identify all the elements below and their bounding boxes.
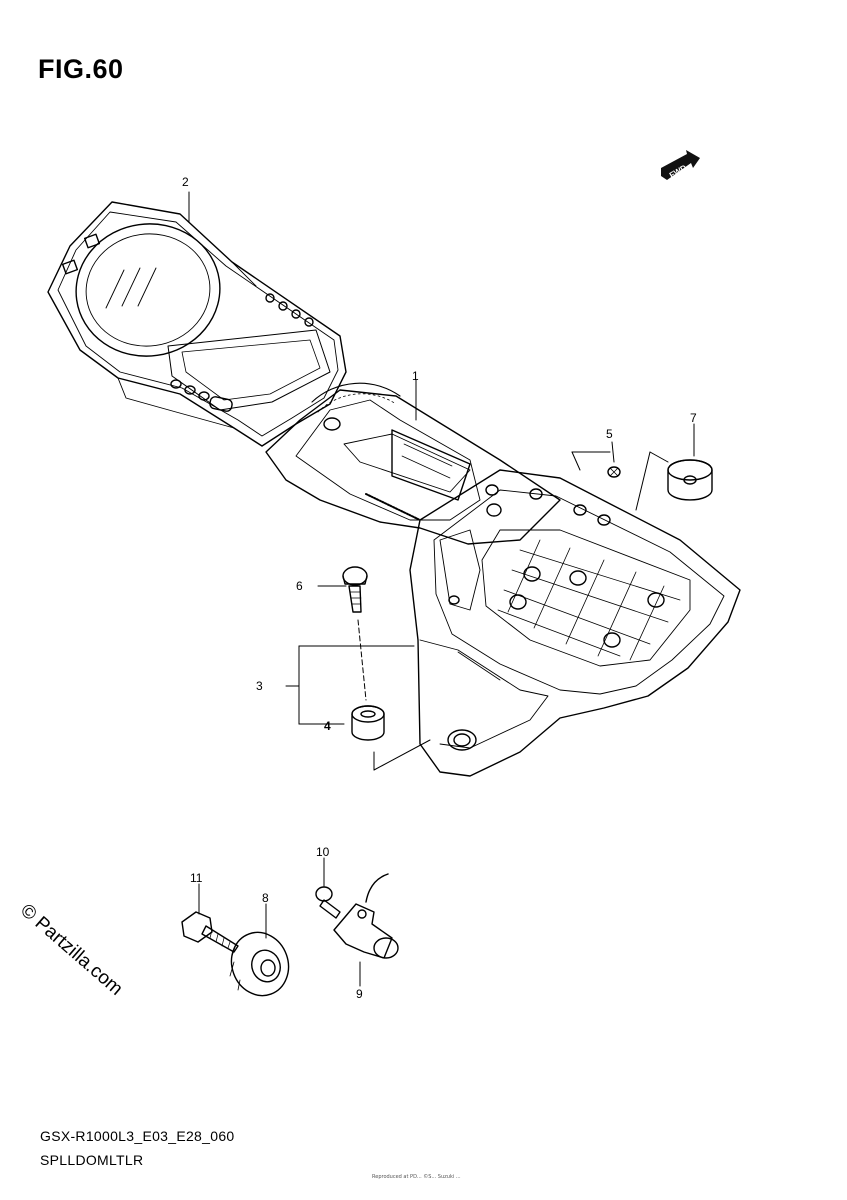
forward-arrow-icon: FWD [661,150,700,180]
part-2-front-cover [47,201,347,447]
figure-title: FIG.60 [38,54,124,84]
callout-2: 2 [182,175,189,189]
callout-3: 3 [256,679,263,693]
part-5-screw [607,466,621,478]
callout-9: 9 [356,987,363,1001]
part-3-lower-case [409,469,741,777]
part-11-bolt [181,911,239,953]
callout-5: 5 [606,427,613,441]
callout-7: 7 [690,411,697,425]
figure-code: GSX-R1000L3_E03_E28_060 [40,1128,235,1144]
callout-10: 10 [316,845,330,859]
part-9-speed-sensor [333,873,399,959]
part-6-bolt [342,566,368,613]
figure-name: SPLLDOMLTLR [40,1152,144,1168]
part-7-grommet [667,459,713,501]
fine-print: Reproduced at PD... ©S... Suzuki ... [372,1174,461,1180]
callout-8: 8 [262,891,269,905]
part-10-screw [315,886,341,919]
callout-1: 1 [412,369,419,383]
callout-11: 11 [190,871,203,885]
callout-4: 4 [324,719,331,733]
part-1-meter-assembly [265,382,561,545]
part-4-cushion [351,705,385,741]
leader-lines [188,191,695,987]
part-8-rotor [229,931,290,997]
callout-6: 6 [296,579,303,593]
